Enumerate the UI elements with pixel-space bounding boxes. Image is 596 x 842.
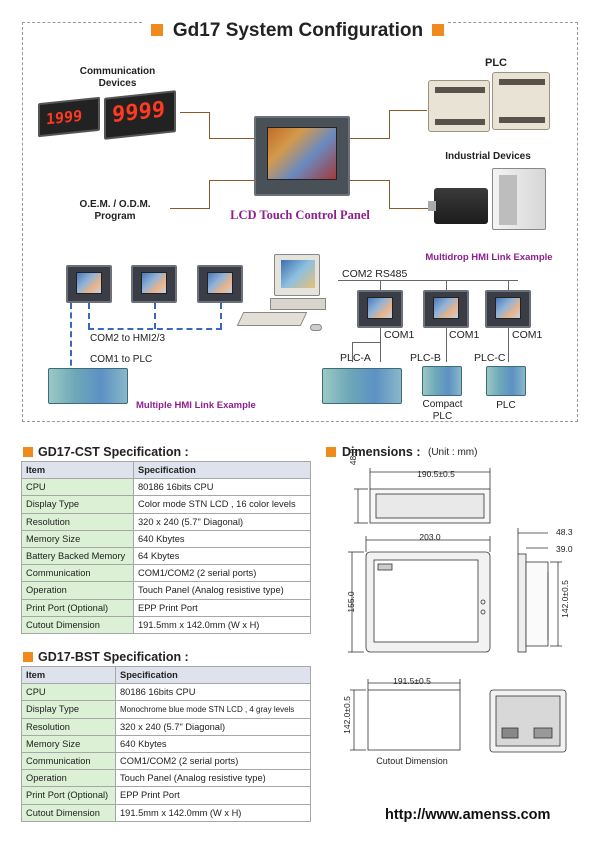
plc-rack-a <box>322 368 402 404</box>
bst-col-spec: Specification <box>115 665 311 685</box>
dimensions-heading: Dimensions : <box>342 445 421 459</box>
front-width-dim: 203.0 <box>419 532 441 542</box>
table-row: Print Port (Optional)EPP Print Port <box>21 598 311 617</box>
side-height-dim: 142.0±0.5 <box>560 580 570 618</box>
plc-a-label: PLC-A <box>340 352 371 364</box>
table-row: Print Port (Optional)EPP Print Port <box>21 786 311 805</box>
com1-b-label: COM1 <box>449 329 480 341</box>
diagram-frame <box>22 22 578 422</box>
oem-odm-label: O.E.M. / O.D.M. Program <box>79 199 151 222</box>
bst-bullet <box>23 652 33 662</box>
plc-b-label: PLC-B <box>410 352 441 364</box>
com1-a-label: COM1 <box>384 329 415 341</box>
com2-hmi-label: COM2 to HMI2/3 <box>90 333 166 344</box>
side-depth1-dim: 48.3 <box>556 527 573 537</box>
cst-col-item: Item <box>21 460 134 480</box>
plc-unit-2 <box>492 72 550 130</box>
side-depth2-dim: 39.0 <box>556 544 573 554</box>
dimensions-bullet <box>326 447 336 457</box>
multidrop-example-label: Multidrop HMI Link Example <box>425 252 553 263</box>
industrial-devices-label: Industrial Devices <box>445 151 531 162</box>
cst-col-spec: Specification <box>133 460 311 480</box>
compact-plc-b <box>422 366 462 396</box>
lcd-touch-panel <box>254 116 350 196</box>
top-height-dim: 48.3 <box>348 448 358 466</box>
plc-label: PLC <box>485 57 507 69</box>
compact-plc-label: Compact PLC <box>422 399 463 422</box>
dimensions-drawings <box>348 468 567 753</box>
bst-col-item: Item <box>21 665 116 685</box>
servo-motor <box>428 188 488 224</box>
compact-plc-c <box>486 366 526 396</box>
plc-unit-1 <box>428 80 490 132</box>
dimensions-unit: (Unit : mm) <box>428 447 478 458</box>
page-title: Gd17 System Configuration <box>172 20 424 41</box>
plc-rack-left <box>48 368 128 404</box>
plc-c-name-label: PLC <box>496 400 516 411</box>
communication-devices-label: Communication Devices <box>79 66 156 89</box>
hmi-2 <box>131 265 177 303</box>
cst-heading: GD17-CST Specification : <box>38 445 189 459</box>
front-height-dim: 155.0 <box>346 591 356 613</box>
desktop-pc <box>236 254 332 332</box>
hmi-3 <box>197 265 243 303</box>
hmi-1 <box>66 265 112 303</box>
cst-bullet <box>23 447 33 457</box>
hmi-c <box>485 290 531 328</box>
top-width-dim: 190.5±0.5 <box>417 469 455 479</box>
bst-heading: GD17-BST Specification : <box>38 650 189 664</box>
frame-top-left <box>22 22 142 23</box>
cutout-width-dim: 191.5±0.5 <box>393 676 431 686</box>
cutout-height-dim: 142.0±0.5 <box>342 696 352 734</box>
plc-c-label: PLC-C <box>474 352 506 364</box>
com1-c-label: COM1 <box>512 329 543 341</box>
com2-rs485-label: COM2 RS485 <box>342 268 408 280</box>
frame-top-right <box>448 22 578 23</box>
hmi-b <box>423 290 469 328</box>
com1-plc-label: COM1 to PLC <box>90 354 153 365</box>
website-url: http://www.amenss.com <box>385 807 551 823</box>
title-bullet-right <box>432 24 444 36</box>
servo-drive <box>492 168 546 230</box>
hmi-a <box>357 290 403 328</box>
panel-meter-1: 1999 <box>38 96 100 138</box>
cutout-label: Cutout Dimension <box>376 756 448 766</box>
multiple-example-label: Multiple HMI Link Example <box>136 400 256 411</box>
panel-meter-2: 9999 <box>104 90 176 140</box>
lcd-panel-label: LCD Touch Control Panel <box>230 208 370 222</box>
title-bullet-left <box>151 24 163 36</box>
